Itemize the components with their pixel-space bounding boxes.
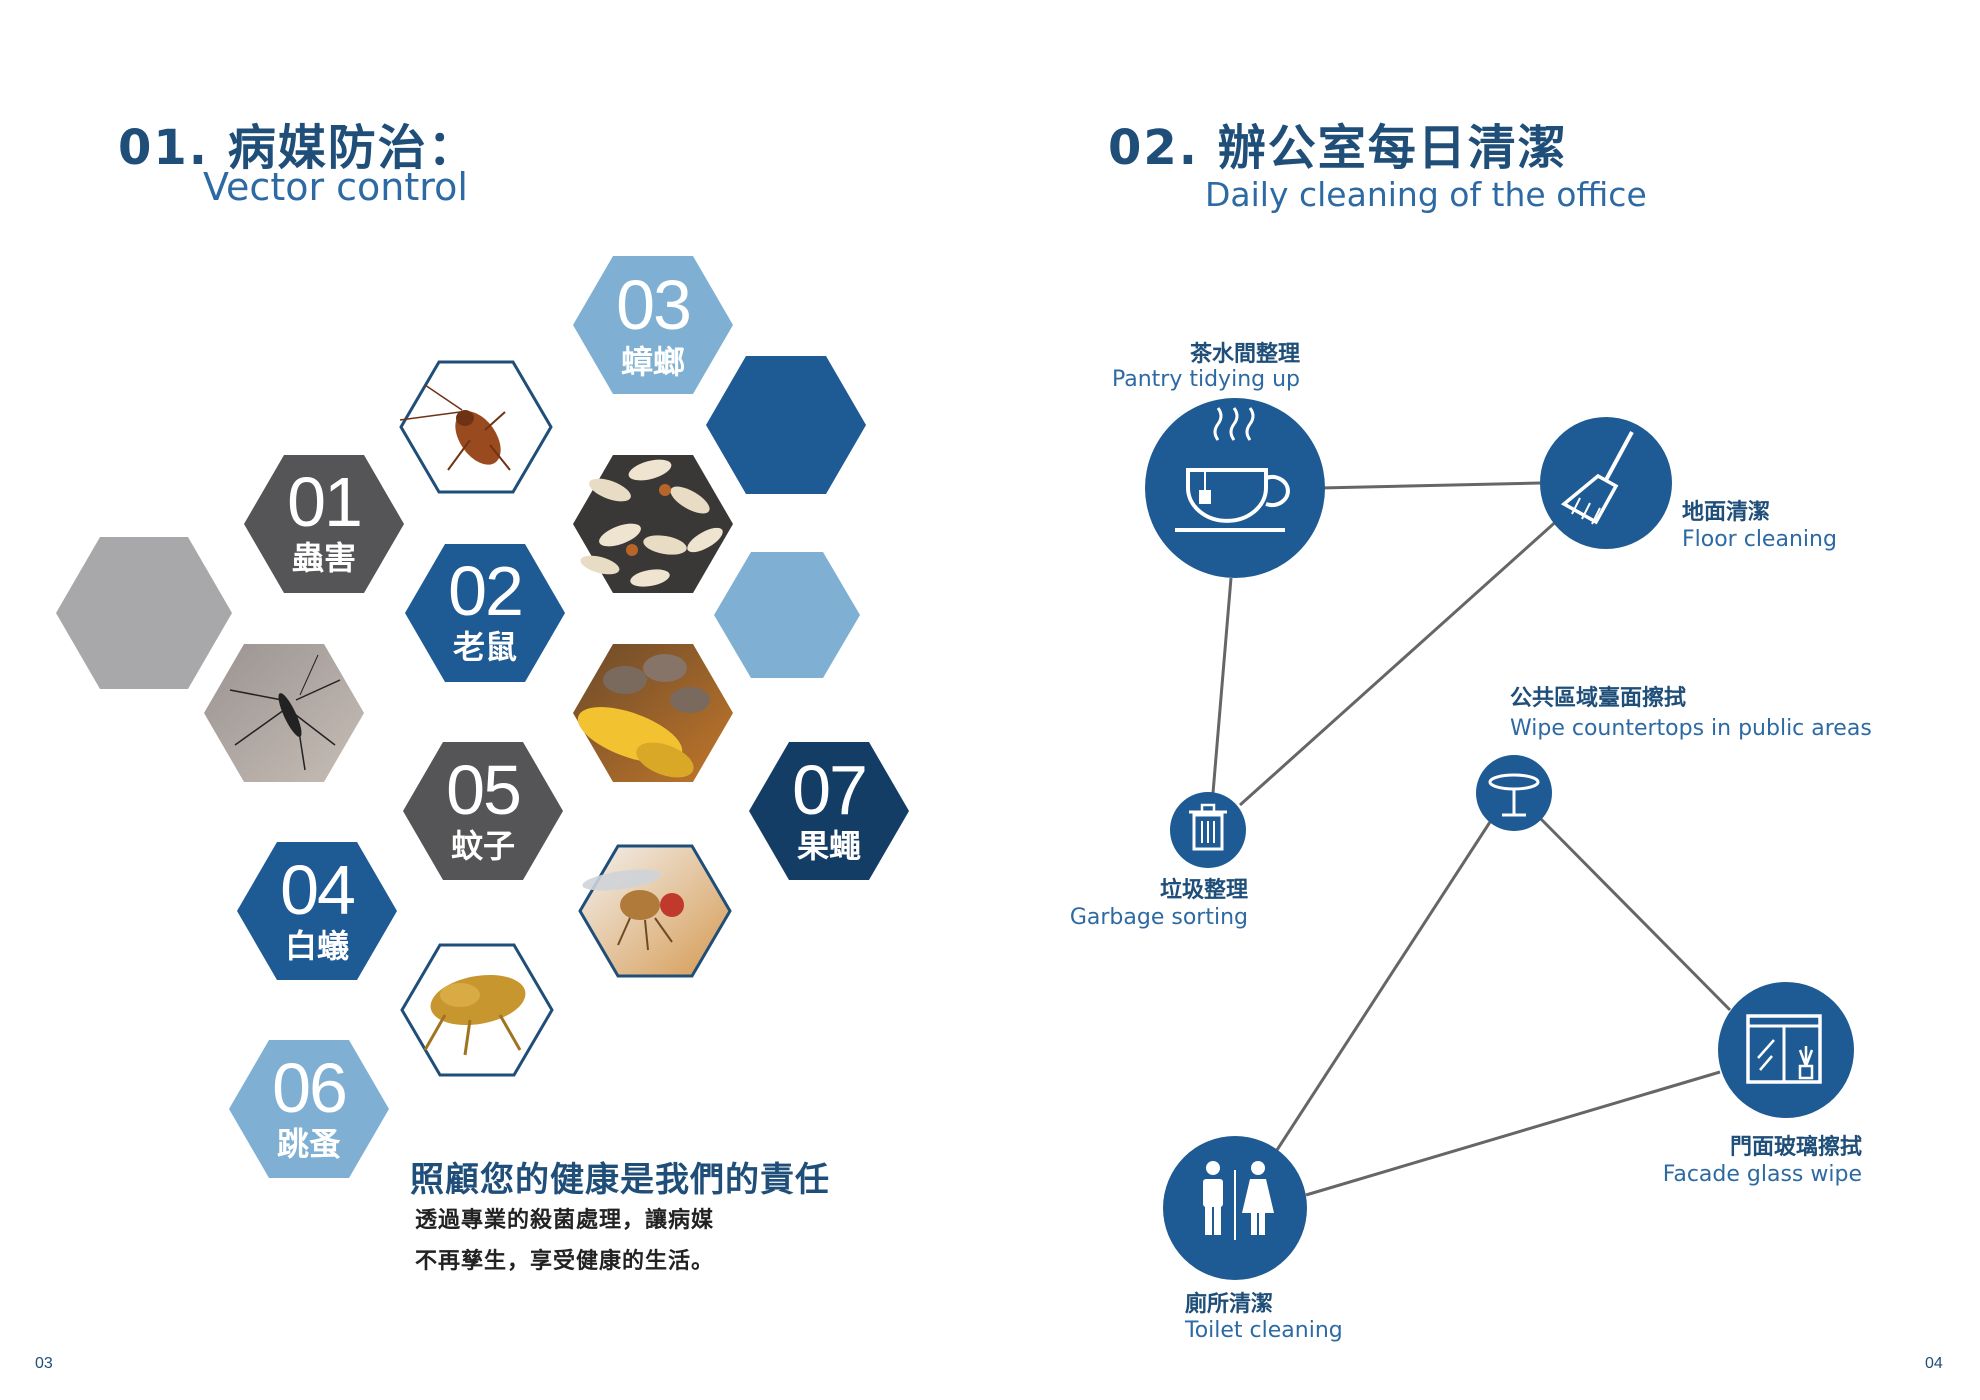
hex-06-label: 跳蚤 (276, 1125, 341, 1163)
toilet-label-zh: 廁所清潔 (1185, 1292, 1274, 1317)
hex-05-label: 蚊子 (450, 827, 515, 865)
hex-06 (229, 1040, 389, 1178)
page-number-right: 04 (1925, 1355, 1943, 1372)
trash-icon (1170, 792, 1246, 868)
line-floor-garbage (1238, 516, 1562, 807)
hex-02-number: 02 (448, 552, 524, 630)
flea-photo (397, 941, 557, 1079)
fruit-fly-photo (575, 842, 735, 980)
hex-05 (403, 742, 563, 880)
page-number-left: 03 (35, 1355, 53, 1372)
hex-04 (237, 842, 397, 980)
mosquito-photo (204, 644, 364, 782)
pantry-label-zh: 茶水間整理 (1189, 342, 1300, 367)
hex-01 (244, 455, 404, 593)
right-page-subtitle: Daily cleaning of the office (1205, 175, 1647, 214)
toilet-label-en: Toilet cleaning (1185, 1318, 1343, 1343)
hex-07-number: 07 (792, 751, 868, 829)
teacup-icon (1145, 398, 1325, 578)
hex-04-label: 白蟻 (284, 927, 349, 965)
decor-hex-blue (706, 356, 866, 494)
floor-label-en: Floor cleaning (1682, 527, 1837, 552)
description-line-2: 不再孳生，享受健康的生活。 (415, 1249, 715, 1274)
line-counter-toilet (1275, 821, 1492, 1151)
hex-01-label: 蟲害 (291, 539, 356, 577)
hex-04-number: 04 (280, 851, 356, 929)
garbage-label-en: Garbage sorting (1069, 905, 1248, 930)
restroom-icon (1163, 1136, 1307, 1280)
line-glass-toilet (1305, 1070, 1721, 1197)
termites-photo (573, 455, 733, 593)
glass-label-zh: 門面玻璃擦拭 (1729, 1135, 1862, 1160)
hex-03-label: 蟑螂 (620, 343, 685, 381)
left-page-title: 01. 病媒防治： (118, 120, 478, 176)
description-line-1: 透過專業的殺菌處理，讓病媒 (415, 1208, 715, 1233)
table-icon (1476, 755, 1552, 831)
cockroach-photo (396, 358, 556, 496)
slogan: 照顧您的健康是我們的責任 (410, 1160, 830, 1200)
hex-07 (749, 742, 909, 880)
right-page-title: 02. 辦公室每日清潔 (1108, 120, 1568, 176)
hex-02-label: 老鼠 (452, 628, 517, 666)
counter-label-zh: 公共區域臺面擦拭 (1510, 686, 1687, 711)
hex-01-number: 01 (287, 463, 363, 541)
decor-hex-gray (56, 537, 232, 689)
hex-03 (573, 256, 733, 394)
glass-label-en: Facade glass wipe (1662, 1162, 1862, 1187)
hex-06-number: 06 (272, 1049, 348, 1127)
pantry-label-en: Pantry tidying up (1111, 367, 1300, 392)
line-pantry-floor (1319, 481, 1541, 490)
hex-02 (405, 544, 565, 682)
decor-hex-lightblue (714, 552, 860, 678)
left-page-subtitle: Vector control (203, 165, 468, 209)
counter-label-en: Wipe countertops in public areas (1510, 716, 1872, 741)
hex-05-number: 05 (446, 751, 522, 829)
floor-label-zh: 地面清潔 (1682, 500, 1771, 525)
line-pantry-garbage (1211, 577, 1233, 794)
line-counter-glass (1538, 816, 1732, 1012)
garbage-label-zh: 垃圾整理 (1159, 878, 1248, 903)
window-icon (1718, 982, 1854, 1118)
hex-03-number: 03 (616, 266, 692, 344)
hex-07-label: 果蠅 (796, 827, 861, 865)
mice-photo (573, 644, 733, 782)
broom-icon (1540, 417, 1672, 549)
